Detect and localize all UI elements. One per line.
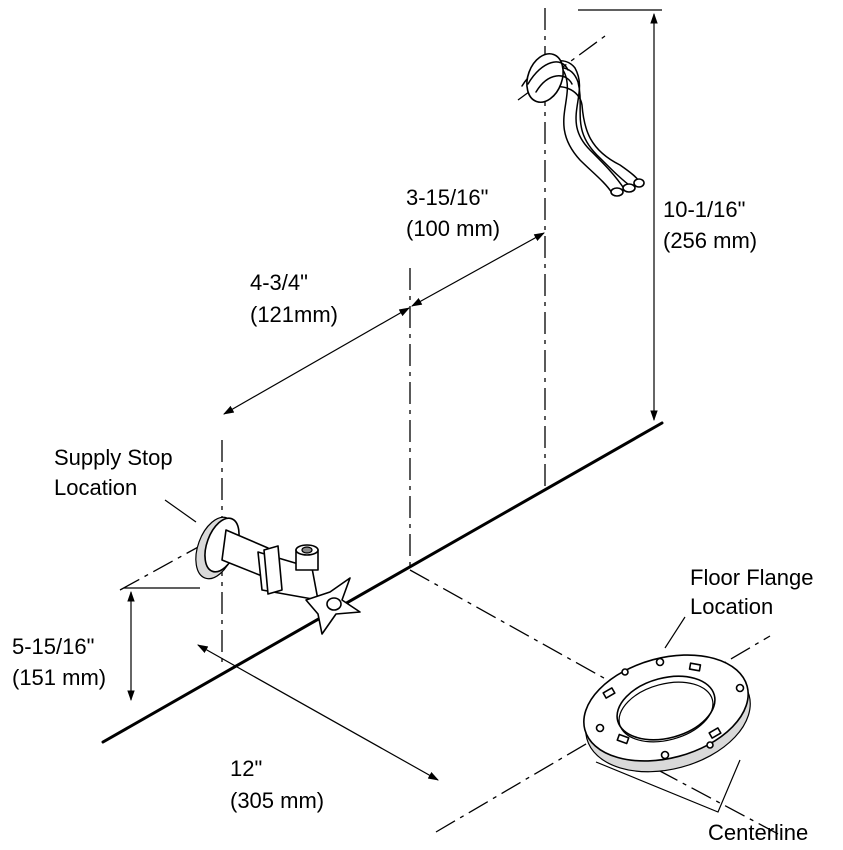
flange-centerline-c — [657, 769, 783, 837]
offset-stop-dim-line — [223, 307, 410, 415]
offset-supply-dim-line — [411, 232, 545, 307]
dim-height-supply-metric: (256 mm) — [663, 228, 757, 253]
dim-flange-distance-metric: (305 mm) — [230, 788, 324, 813]
wall-floor-line — [101, 421, 664, 744]
centerline-leader — [595, 759, 741, 813]
wall-grommet — [526, 52, 564, 104]
dim-offset-supply-imperial: 3-15/16" — [406, 185, 488, 210]
label-supply-stop-location: Location — [54, 475, 137, 500]
label-floor-flange: Floor Flange — [690, 565, 814, 590]
dim-offset-stop-imperial: 4-3/4" — [250, 270, 308, 295]
water-supply-tubes — [521, 52, 645, 197]
dim-offset-stop-metric: (121mm) — [250, 302, 338, 327]
label-supply-stop: Supply Stop — [54, 445, 173, 470]
floor-flange-leader — [664, 616, 686, 649]
label-floor-flange-location: Location — [690, 594, 773, 619]
dim-flange-distance-imperial: 12" — [230, 756, 262, 781]
label-centerline: Centerline — [708, 820, 808, 845]
dim-offset-supply-metric: (100 mm) — [406, 216, 500, 241]
supply-stop-leader — [164, 499, 197, 523]
supply-stop-valve — [195, 516, 361, 635]
floor-flange — [583, 654, 751, 773]
dim-height-stop-imperial: 5-15/16" — [12, 634, 94, 659]
flange-distance-dim-line — [197, 644, 439, 781]
dim-height-stop-metric: (151 mm) — [12, 665, 106, 690]
dim-height-supply-imperial: 10-1/16" — [663, 197, 745, 222]
